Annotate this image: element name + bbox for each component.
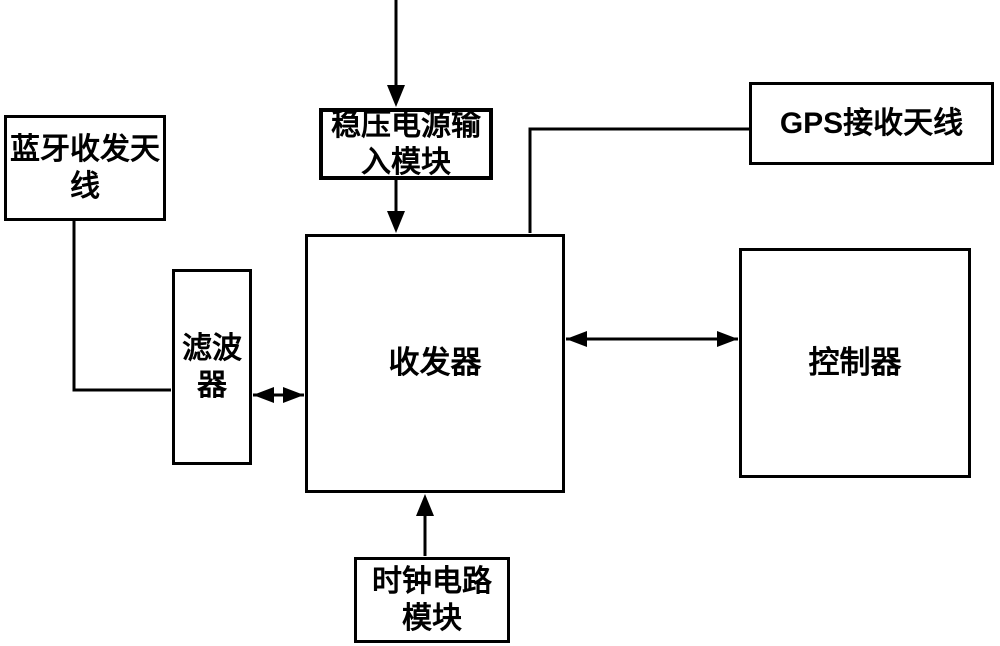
block-filter: 滤波 器: [172, 269, 252, 465]
edge-external-to-power-arrow: [387, 0, 405, 107]
edge-gps-to-transceiver-line: [528, 127, 749, 233]
arrowhead-left-icon: [253, 387, 274, 403]
edge-bluetooth-to-filter-line: [72, 221, 171, 392]
block-gps-antenna: GPS接收天线: [749, 82, 994, 165]
edge-clock-to-transceiver-arrow: [416, 494, 434, 556]
block-power-input-module-label: 稳压电源输 入模块: [331, 108, 481, 180]
block-transceiver: 收发器: [305, 234, 565, 493]
block-gps-antenna-label: GPS接收天线: [779, 106, 964, 140]
arrowhead-left-icon: [566, 331, 587, 347]
edge-transceiver-controller-double-arrow: [566, 331, 738, 347]
arrowhead-right-icon: [283, 387, 304, 403]
edge-filter-transceiver-double-arrow: [253, 387, 304, 403]
block-bluetooth-antenna-label: 蓝牙收发天 线: [10, 132, 160, 204]
block-bluetooth-antenna: 蓝牙收发天 线: [4, 115, 166, 221]
block-power-input-module: 稳压电源输 入模块: [319, 108, 493, 180]
arrowhead-down-icon: [387, 211, 405, 233]
block-transceiver-label: 收发器: [388, 345, 482, 381]
block-filter-label: 滤波 器: [182, 331, 242, 403]
block-clock-module: 时钟电路 模块: [354, 557, 510, 643]
block-controller: 控制器: [739, 248, 971, 478]
edge-power-to-transceiver-arrow: [387, 180, 405, 233]
arrowhead-up-icon: [416, 494, 434, 516]
arrowhead-right-icon: [717, 331, 738, 347]
block-clock-module-label: 时钟电路 模块: [372, 564, 492, 636]
block-controller-label: 控制器: [808, 344, 902, 380]
arrowhead-down-icon: [387, 85, 405, 107]
